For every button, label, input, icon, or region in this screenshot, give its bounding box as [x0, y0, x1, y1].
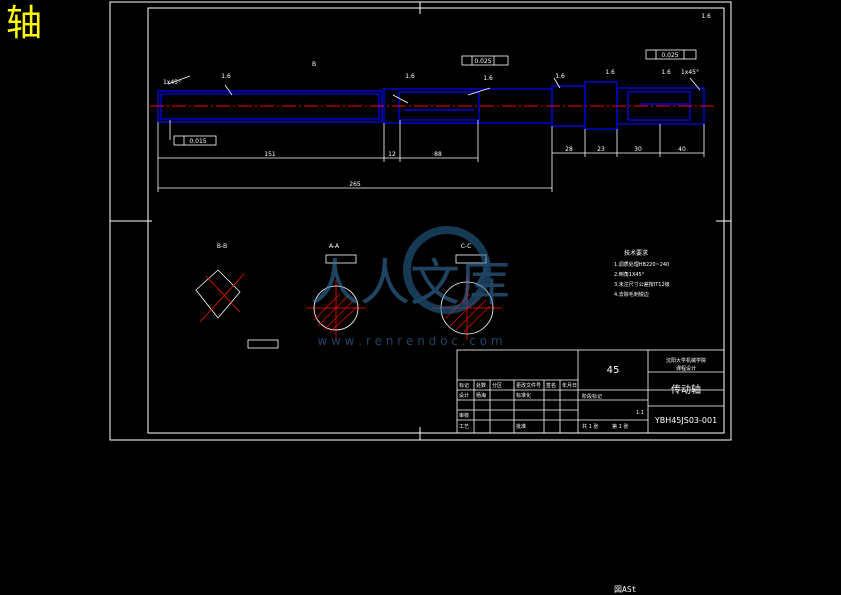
- title-block-lines: [456, 349, 725, 434]
- tolerance-frame-1: [173, 135, 217, 146]
- rough-1: 1.6: [221, 73, 231, 80]
- tolerance-frame-2: [461, 55, 509, 66]
- watermark-text: 人人文库: [310, 254, 510, 312]
- tb-header-2: 分区: [492, 382, 502, 389]
- tolerance-frame-3: [645, 49, 697, 60]
- section-aa-hatch: [313, 293, 359, 333]
- tb-header-5: 年月日: [562, 382, 577, 389]
- border-center-marks: [110, 2, 731, 440]
- tb-stage-label: 阶段标记: [582, 393, 602, 400]
- rough-2: 1.6: [405, 73, 415, 80]
- dim-265: 265: [349, 181, 361, 188]
- tb-sheet-no: 第 1 张: [612, 423, 628, 430]
- tech-line-4: 4.去除毛刺锐边: [614, 291, 649, 298]
- tb-row-approve: 批准: [516, 423, 526, 430]
- tb-row-review: 审核: [459, 412, 469, 419]
- section-aa-circle: [313, 285, 359, 331]
- section-label-cc: C-C: [461, 243, 472, 250]
- rough-4: 1.6: [555, 73, 565, 80]
- dim-151: 151: [264, 151, 276, 158]
- tb-drawing-no: YBH45JS03-001: [654, 416, 717, 425]
- tech-heading: 技术要求: [624, 249, 648, 257]
- tb-header-4: 签名: [546, 382, 556, 389]
- tb-material: 45: [607, 365, 620, 376]
- tb-sheets: 共 1 张: [582, 423, 598, 430]
- tech-line-3: 3.未注尺寸公差按IT12级: [614, 281, 670, 288]
- tolerance-value-1: 0.015: [189, 138, 206, 145]
- tb-header-0: 标记: [459, 382, 469, 389]
- tech-line-2: 2.倒角1X45°: [614, 271, 645, 278]
- tolerance-value-3: 0.025: [661, 52, 678, 59]
- dim-23: 23: [597, 146, 605, 153]
- tb-scale: 1:1: [636, 410, 644, 416]
- sheet-outer-border: [109, 1, 732, 441]
- view-b-label: B: [312, 61, 316, 68]
- watermark: 人人文库 w w w . r e n r e n d o c . c o m: [310, 226, 510, 348]
- tb-part-name: 传动轴: [671, 383, 701, 396]
- section-aa-frame: [325, 254, 357, 264]
- dim-88: 88: [434, 151, 442, 158]
- page-title: 轴: [6, 3, 43, 44]
- tolerance-value-2: 0.025: [474, 58, 491, 65]
- bottom-tag: 図ASt: [614, 585, 637, 594]
- tech-line-1: 1.调质处理HB220~240: [614, 261, 669, 268]
- tb-school: 沈阳大学机械学院: [666, 357, 706, 364]
- rough-6: 1.6: [661, 69, 671, 76]
- dim-30: 30: [634, 146, 642, 153]
- tb-row-design: 设计: [459, 392, 469, 399]
- dim-40: 40: [678, 146, 686, 153]
- dimension-texts: 151 265 12 88 28 23 30 40 1x45° 1x45° 1.…: [163, 61, 699, 188]
- section-label-bb: B-B: [217, 243, 227, 250]
- watermark-url: w w w . r e n r e n d o c . c o m: [317, 334, 502, 348]
- chamfer-left: 1x45°: [163, 79, 181, 86]
- section-label-aa: A-A: [329, 243, 340, 250]
- tb-std: 标准化: [516, 392, 531, 399]
- rough-3: 1.6: [483, 75, 493, 82]
- tb-project: 课程设计: [676, 365, 696, 372]
- sheet-inner-border: [147, 7, 725, 434]
- dim-28: 28: [565, 146, 573, 153]
- tb-designer: 杨海: [476, 392, 486, 399]
- section-bb-detail: [195, 269, 279, 349]
- rough-corner: 1.6: [701, 13, 711, 20]
- rough-5: 1.6: [605, 69, 615, 76]
- dimension-lines: [157, 75, 705, 192]
- dim-12: 12: [388, 151, 396, 158]
- tb-header-3: 更改文件号: [516, 382, 541, 389]
- tb-header-1: 处数: [476, 382, 486, 389]
- tb-row-process: 工艺: [459, 424, 469, 430]
- chamfer-right: 1x45°: [681, 69, 699, 76]
